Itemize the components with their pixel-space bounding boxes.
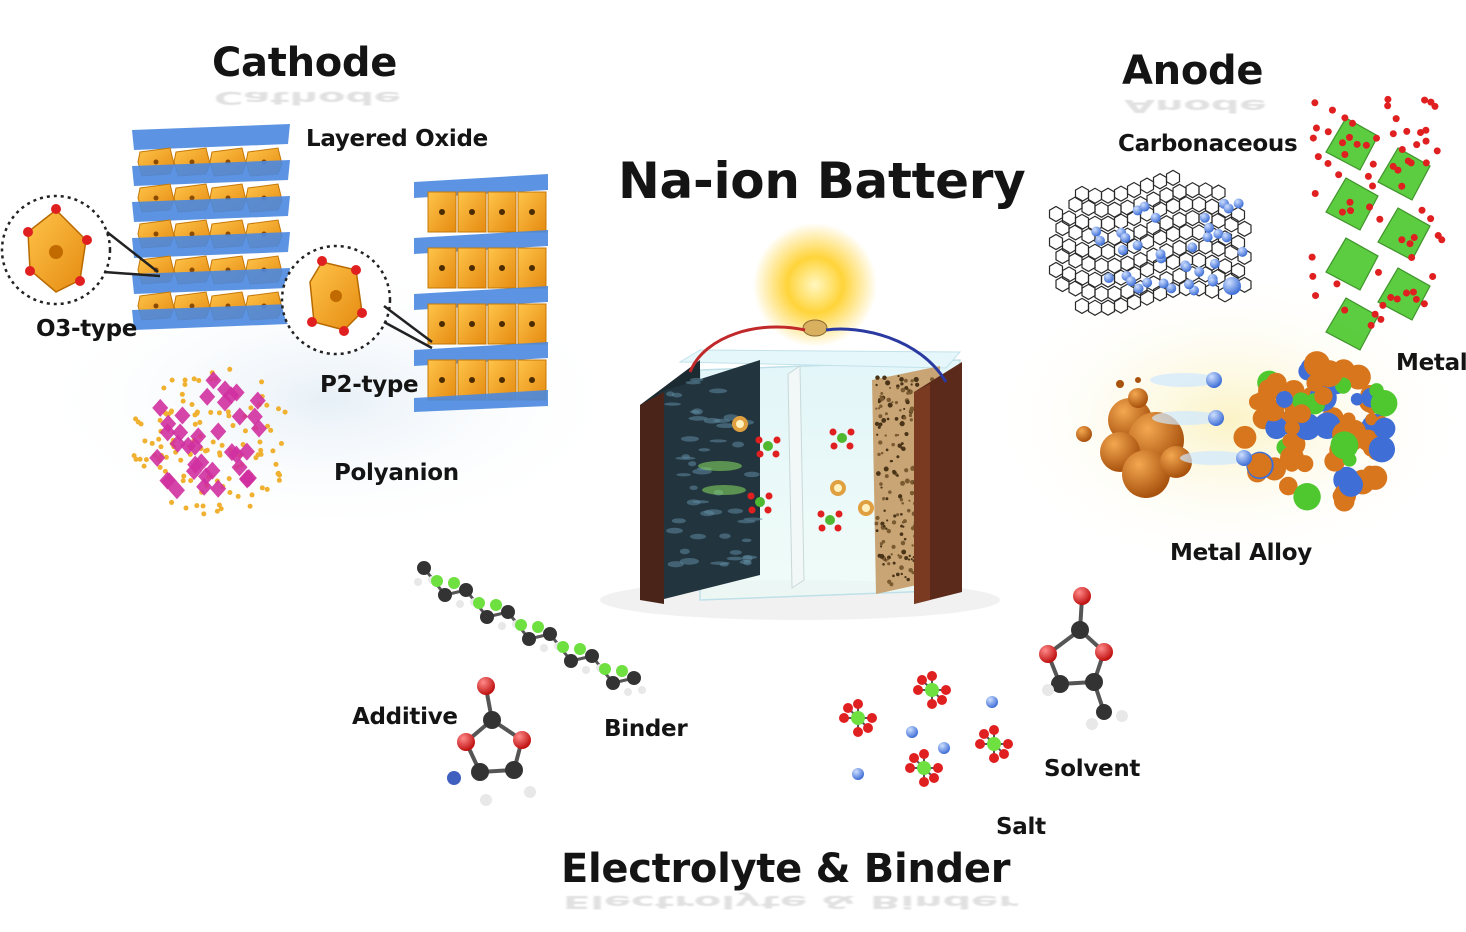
- layered-oxide-label: Layered Oxide: [306, 126, 488, 152]
- additive-molecule: [447, 677, 536, 806]
- salt-ions: [839, 671, 1013, 787]
- metal-label: Metal: [1396, 350, 1466, 376]
- o3-layered-oxide-structure: [132, 124, 290, 330]
- solvent-label: Solvent: [1044, 756, 1141, 782]
- anode-heading-reflection: Anode: [1124, 95, 1267, 116]
- carbonaceous-structure: [1048, 169, 1252, 316]
- p2-octahedron-inset: [280, 244, 433, 356]
- polyanion-label: Polyanion: [334, 460, 459, 486]
- o3-octahedron-inset: [0, 194, 161, 306]
- carbonaceous-label: Carbonaceous: [1118, 131, 1298, 157]
- diagram-title: Na-ion Battery: [618, 152, 1026, 210]
- salt-label: Salt: [996, 814, 1046, 840]
- solvent-molecule: [1039, 587, 1128, 730]
- binder-polymer-molecule: [414, 561, 646, 696]
- metal-alloy-label: Metal Alloy: [1170, 540, 1312, 566]
- anode-glow: [990, 270, 1466, 570]
- battery-cell: [600, 223, 1000, 620]
- p2-layered-oxide-structure: [414, 174, 548, 412]
- binder-label: Binder: [604, 716, 688, 742]
- polyanion-structure: [131, 366, 288, 517]
- metal-alloy-structure: [1076, 351, 1398, 512]
- additive-label: Additive: [352, 704, 458, 730]
- cathode-heading: Cathode: [212, 40, 398, 86]
- p2-type-label: P2-type: [320, 372, 419, 398]
- metal-structure: [1308, 95, 1446, 351]
- o3-type-label: O3-type: [36, 316, 138, 342]
- anode-heading: Anode: [1122, 48, 1264, 94]
- electrolyte-binder-heading: Electrolyte & Binder: [561, 846, 1011, 892]
- cathode-heading-reflection: Cathode: [214, 87, 402, 108]
- electrolyte-heading-reflection: Electrolyte & Binder: [563, 891, 1019, 912]
